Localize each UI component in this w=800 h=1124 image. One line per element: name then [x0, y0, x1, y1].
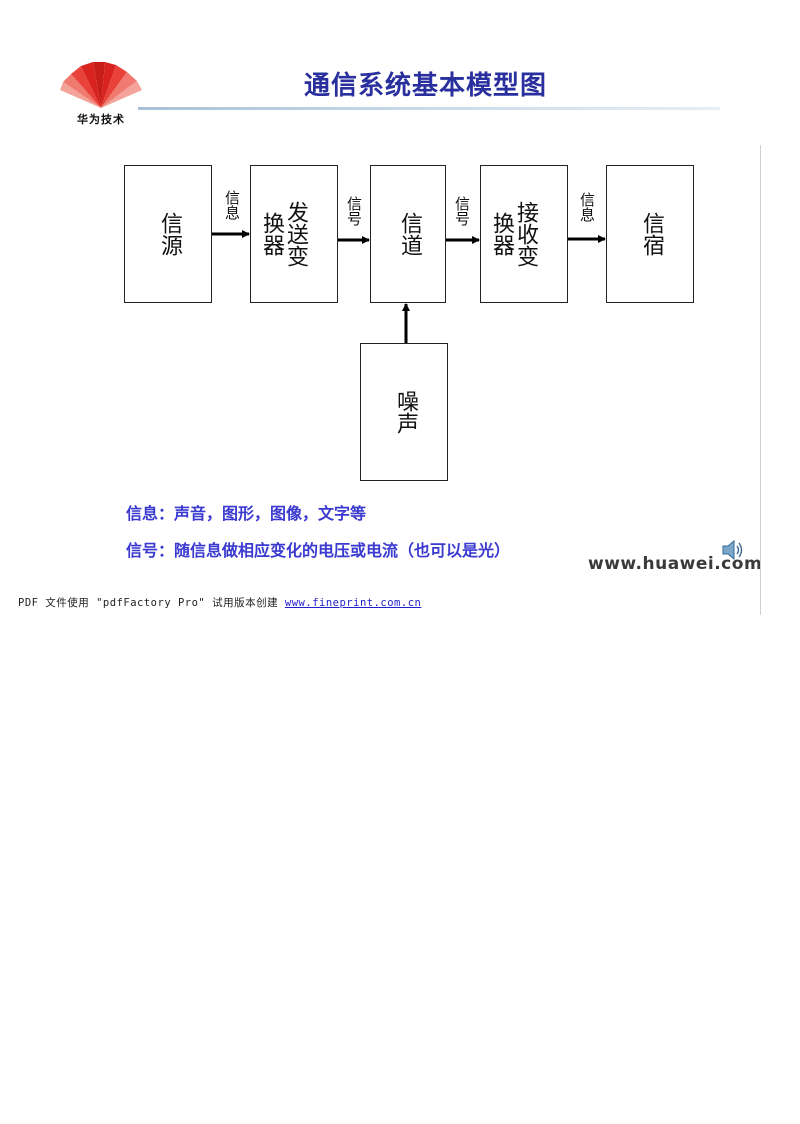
- arrow-label-info-2: 信息: [578, 192, 596, 222]
- slide-edge: [760, 145, 761, 615]
- block-noise-label: 噪声: [393, 390, 418, 434]
- logo-text: 华为技术: [77, 113, 125, 126]
- block-receiver-label: 接收变换器: [489, 201, 538, 267]
- block-transmitter: 发送变换器: [250, 165, 338, 303]
- note-information: 信息：声音，图形，图像，文字等: [126, 504, 367, 523]
- arrow-label-signal-1: 信号: [345, 196, 363, 226]
- block-sink: 信宿: [606, 165, 694, 303]
- block-source: 信源: [124, 165, 212, 303]
- arrow-label-signal-2: 信号: [453, 196, 471, 226]
- block-transmitter-label: 发送变换器: [259, 201, 308, 267]
- slide: 华为技术 通信系统基本模型图 信源 发送变换器 信道 接收变换器 信宿 噪声 信…: [38, 40, 763, 615]
- block-noise: 噪声: [360, 343, 448, 481]
- huawei-logo-icon: [60, 62, 142, 108]
- block-sink-label: 信宿: [639, 212, 664, 256]
- block-channel-label: 信道: [397, 212, 422, 256]
- page-title: 通信系统基本模型图: [304, 71, 548, 101]
- speaker-icon[interactable]: [720, 537, 746, 563]
- brand-url: www.huawei.com: [588, 554, 763, 574]
- block-channel: 信道: [370, 165, 446, 303]
- arrow-label-info-1: 信息: [223, 190, 241, 220]
- pdf-footer: PDF 文件使用 "pdfFactory Pro" 试用版本创建 www.fin…: [18, 595, 421, 610]
- block-source-label: 信源: [157, 212, 182, 256]
- note-signal: 信号：随信息做相应变化的电压或电流（也可以是光）: [126, 541, 511, 560]
- title-divider: [138, 107, 720, 110]
- pdf-footer-link[interactable]: www.fineprint.com.cn: [284, 597, 422, 609]
- pdf-footer-text: PDF 文件使用 "pdfFactory Pro" 试用版本创建: [18, 597, 279, 609]
- huawei-logo: 华为技术: [56, 50, 146, 130]
- block-receiver: 接收变换器: [480, 165, 568, 303]
- diagram-arrows: [212, 230, 606, 343]
